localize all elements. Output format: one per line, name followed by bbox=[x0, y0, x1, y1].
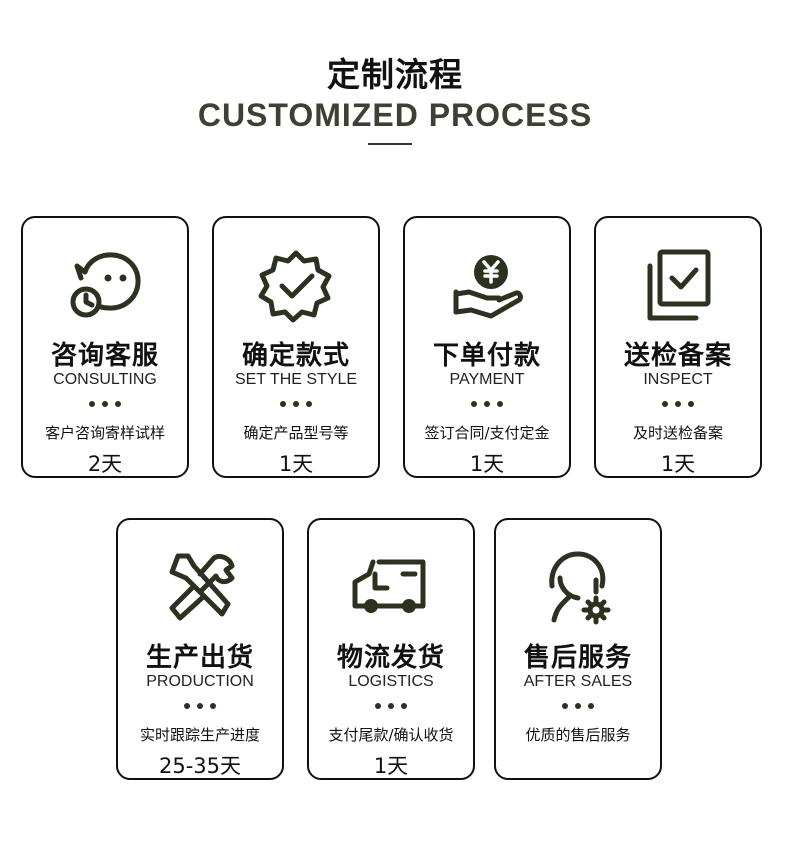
step-title: 送检备案 bbox=[623, 341, 732, 371]
step-title: 生产出货 bbox=[145, 643, 254, 673]
support-agent-icon bbox=[538, 548, 618, 628]
hand-coin-icon bbox=[447, 246, 527, 326]
step-card-logistics: 物流发货 LOGISTICS 支付尾款/确认收货 1天 bbox=[307, 518, 475, 780]
dots-divider bbox=[89, 401, 121, 407]
step-description: 支付尾款/确认收货 bbox=[328, 726, 454, 744]
step-card-inspect: 送检备案 INSPECT 及时送检备案 1天 bbox=[594, 216, 762, 478]
badge-check-icon bbox=[256, 246, 336, 326]
step-title: 确定款式 bbox=[241, 341, 350, 371]
page-title: 定制流程 bbox=[327, 55, 463, 94]
step-card-after-sales: 售后服务 AFTER SALES 优质的售后服务 bbox=[494, 518, 662, 780]
dots-divider bbox=[184, 703, 216, 709]
step-description: 签订合同/支付定金 bbox=[424, 424, 550, 442]
step-title-en: PRODUCTION bbox=[146, 673, 254, 690]
step-duration: 1天 bbox=[660, 452, 696, 476]
chat-clock-icon bbox=[65, 246, 145, 326]
step-card-consulting: 咨询客服 CONSULTING 客户咨询寄样试样 2天 bbox=[21, 216, 189, 478]
step-title-en: LOGISTICS bbox=[348, 673, 434, 690]
step-card-production: 生产出货 PRODUCTION 实时跟踪生产进度 25-35天 bbox=[116, 518, 284, 780]
dots-divider bbox=[471, 401, 503, 407]
step-title-en: PAYMENT bbox=[449, 371, 525, 388]
step-description: 确定产品型号等 bbox=[243, 424, 349, 442]
step-title: 物流发货 bbox=[336, 643, 445, 673]
step-title-en: INSPECT bbox=[643, 371, 713, 388]
step-title: 售后服务 bbox=[523, 643, 632, 673]
dots-divider bbox=[662, 401, 694, 407]
step-title-en: AFTER SALES bbox=[523, 673, 633, 690]
step-card-payment: 下单付款 PAYMENT 签订合同/支付定金 1天 bbox=[403, 216, 571, 478]
title-divider bbox=[368, 143, 412, 145]
truck-icon bbox=[351, 548, 431, 628]
checklist-copy-icon bbox=[638, 246, 718, 326]
step-description: 及时送检备案 bbox=[632, 424, 723, 442]
dots-divider bbox=[375, 703, 407, 709]
tools-icon bbox=[160, 548, 240, 628]
step-description: 客户咨询寄样试样 bbox=[44, 424, 165, 442]
step-card-set-the-style: 确定款式 SET THE STYLE 确定产品型号等 1天 bbox=[212, 216, 380, 478]
step-title: 咨询客服 bbox=[50, 341, 159, 371]
step-duration: 2天 bbox=[87, 452, 123, 476]
page-subtitle: CUSTOMIZED PROCESS bbox=[197, 97, 593, 133]
dots-divider bbox=[562, 703, 594, 709]
step-title: 下单付款 bbox=[432, 341, 541, 371]
step-duration: 1天 bbox=[373, 754, 409, 778]
step-description: 实时跟踪生产进度 bbox=[139, 726, 260, 744]
step-duration: 1天 bbox=[469, 452, 505, 476]
step-duration: 25-35天 bbox=[158, 754, 242, 778]
step-description: 优质的售后服务 bbox=[525, 726, 631, 744]
dots-divider bbox=[280, 401, 312, 407]
step-duration: 1天 bbox=[278, 452, 314, 476]
step-title-en: SET THE STYLE bbox=[234, 371, 358, 388]
step-title-en: CONSULTING bbox=[53, 371, 157, 388]
